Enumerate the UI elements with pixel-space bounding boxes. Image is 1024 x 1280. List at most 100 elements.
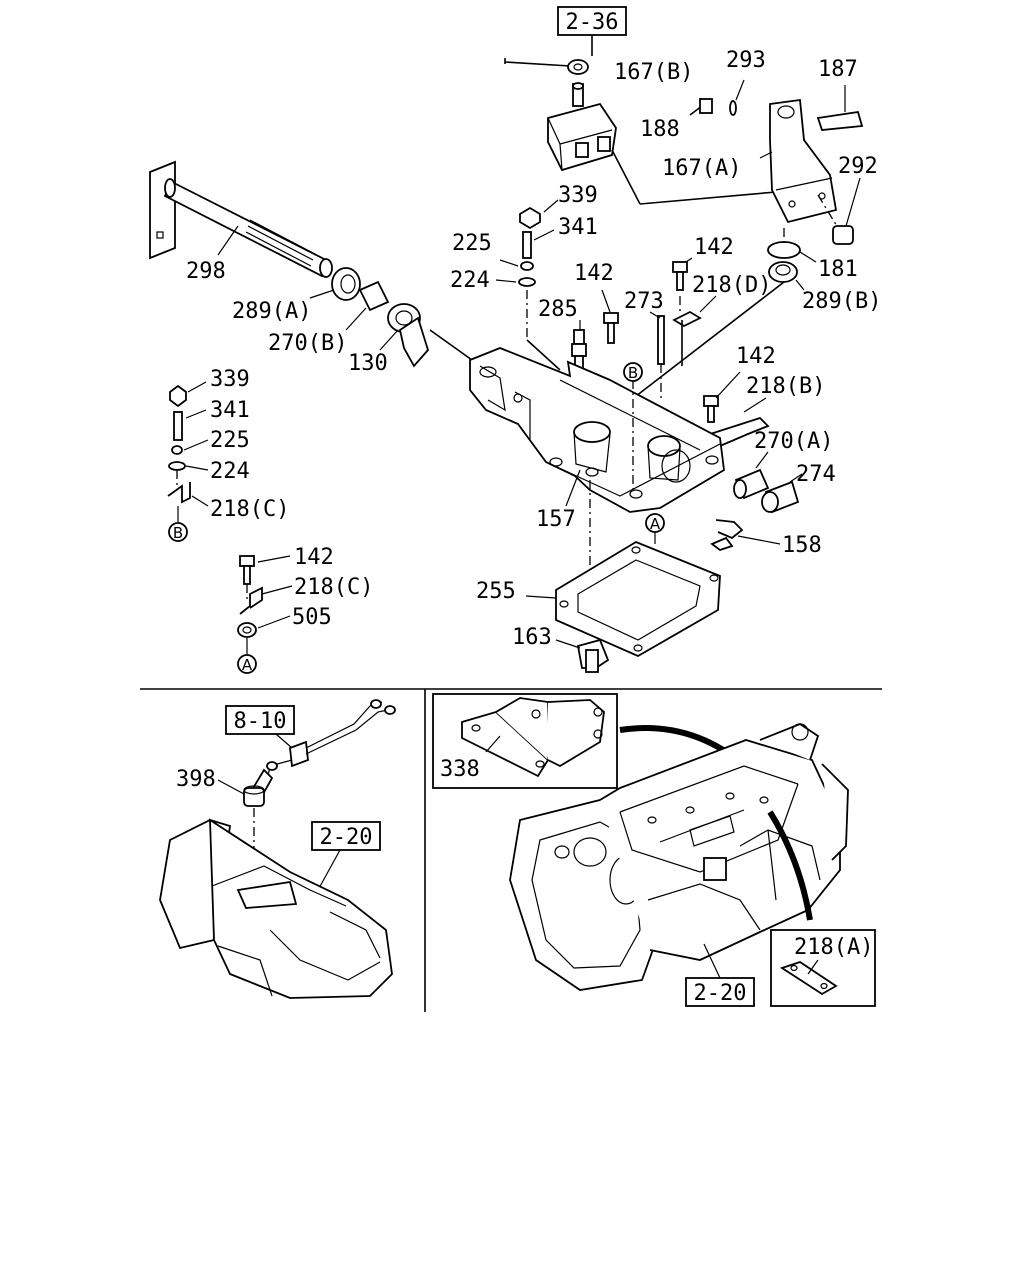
label-273: 273 (624, 289, 664, 314)
label-163: 163 (512, 625, 552, 650)
label-142-c: 142 (736, 344, 776, 369)
ref-label-8-10: 8-10 (234, 709, 287, 734)
nut-339-top (519, 206, 541, 230)
label-292: 292 (838, 154, 878, 179)
label-167b: 167(B) (614, 60, 693, 85)
label-505: 505 (292, 605, 332, 630)
label-270a: 270(A) (754, 429, 833, 454)
shift-shaft-298 (149, 160, 333, 278)
label-285: 285 (538, 297, 578, 322)
label-218a: 218(A) (794, 935, 873, 960)
sensor-398 (243, 768, 274, 807)
nut-505 (237, 622, 257, 638)
marker-a-mid: A (645, 513, 665, 533)
label-341-top: 341 (558, 215, 598, 240)
bracket-218a (779, 961, 838, 996)
marker-a-bottom: A (237, 654, 257, 674)
stud-341-top (522, 231, 532, 259)
label-339-left: 339 (210, 367, 250, 392)
ref-label-2-20-left: 2-20 (320, 825, 373, 850)
label-187: 187 (818, 57, 858, 82)
washer-181 (767, 241, 801, 259)
bolt-142-d (239, 555, 255, 585)
label-142-d: 142 (294, 545, 334, 570)
marker-b-left: B (168, 522, 188, 542)
pin-187 (816, 85, 864, 131)
svg-text:A: A (242, 656, 253, 674)
seal-289a (331, 267, 361, 301)
label-218c-top: 218(C) (210, 497, 289, 522)
bracket-167b (547, 82, 617, 172)
bearing-270b (358, 280, 390, 312)
transmission-right (509, 722, 849, 991)
label-289b: 289(B) (802, 289, 881, 314)
svg-text:B: B (173, 524, 183, 542)
label-224-top: 224 (450, 268, 490, 293)
label-142-b: 142 (694, 235, 734, 260)
bracket-218c-bottom (239, 586, 263, 615)
washer-225-left (171, 445, 183, 455)
ref-box-2-20-left[interactable]: 2-20 (311, 821, 381, 851)
washer-224-top (518, 277, 536, 287)
label-218b: 218(B) (746, 374, 825, 399)
label-224-left: 224 (210, 459, 250, 484)
rod-273 (657, 315, 665, 365)
washer-224-left (168, 461, 186, 471)
bushing-289b (768, 261, 798, 283)
bracket-218c-top (167, 482, 191, 504)
transmission-left (159, 818, 393, 999)
nut-292 (817, 177, 861, 245)
shift-housing (469, 347, 725, 513)
stud-341-left (173, 411, 183, 441)
label-218c-bottom: 218(C) (294, 575, 373, 600)
lead-158 (710, 519, 744, 552)
marker-b-top: B (623, 362, 643, 382)
ref-box-8-10[interactable]: 8-10 (225, 705, 295, 735)
bracket-338 (461, 697, 605, 778)
bushing-274 (761, 480, 800, 514)
ref-box-2-36[interactable]: 2-36 (557, 6, 627, 36)
label-298: 298 (186, 259, 226, 284)
label-274: 274 (796, 462, 836, 487)
label-142-a: 142 (574, 261, 614, 286)
label-225-left: 225 (210, 428, 250, 453)
washer-293 (729, 100, 737, 116)
washer-225-top (520, 261, 534, 271)
pin-163 (576, 638, 610, 673)
plug-285 (571, 329, 587, 369)
nut-339-left (169, 384, 187, 408)
label-339-top: 339 (558, 183, 598, 208)
label-225-top: 225 (452, 231, 492, 256)
ref-box-2-20-right[interactable]: 2-20 (685, 977, 755, 1007)
label-218d: 218(D) (692, 273, 771, 298)
label-398: 398 (176, 767, 216, 792)
ref-label-2-36: 2-36 (566, 10, 619, 35)
svg-text:A: A (650, 515, 661, 533)
label-188: 188 (640, 117, 680, 142)
bolt-142-a (603, 312, 619, 344)
label-270b: 270(B) (268, 331, 347, 356)
bolt-142-c (703, 395, 719, 423)
label-293: 293 (726, 48, 766, 73)
bolt-142-b (672, 261, 688, 291)
label-255: 255 (476, 579, 516, 604)
leader-218a (767, 810, 813, 921)
shift-lever-130 (387, 303, 430, 368)
label-341-left: 341 (210, 398, 250, 423)
shift-cable (504, 58, 589, 75)
label-167a: 167(A) (662, 156, 741, 181)
label-181: 181 (818, 257, 858, 282)
label-130: 130 (348, 351, 388, 376)
label-289a: 289(A) (232, 299, 311, 324)
bracket-167a (769, 98, 838, 224)
svg-text:B: B (628, 364, 638, 382)
label-158: 158 (782, 533, 822, 558)
label-157: 157 (536, 507, 576, 532)
label-338: 338 (440, 757, 480, 782)
bracket-218d (672, 310, 702, 328)
gasket-255 (555, 540, 721, 658)
switch-harness (266, 699, 396, 777)
ref-label-2-20-right: 2-20 (694, 981, 747, 1006)
bolt-188 (689, 98, 713, 116)
